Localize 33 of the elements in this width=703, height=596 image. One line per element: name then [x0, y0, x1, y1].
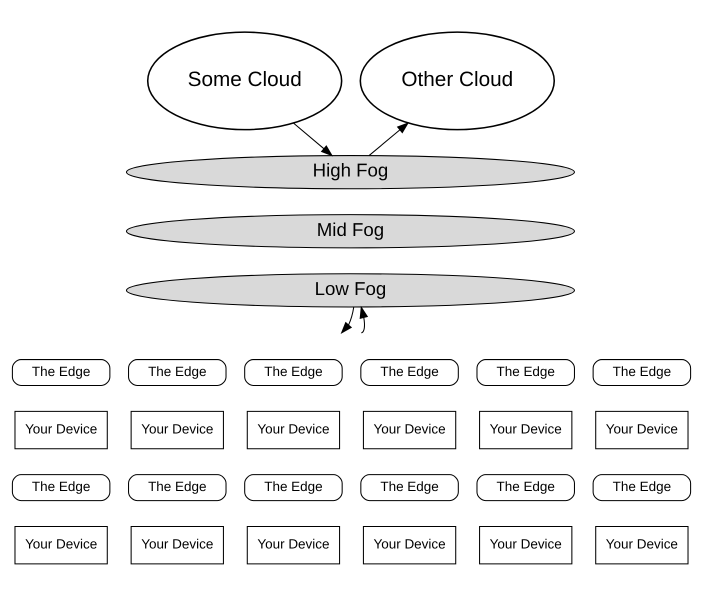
arrow — [368, 122, 410, 156]
node-box: Your Device — [479, 526, 572, 564]
node-ellipse: Some Cloud — [146, 31, 342, 130]
node-box: Your Device — [130, 410, 224, 450]
node-ellipse: Other Cloud — [360, 31, 556, 130]
node-box: The Edge — [592, 359, 692, 386]
node-box: The Edge — [12, 474, 110, 502]
node-ellipse: High Fog — [126, 155, 575, 190]
node-box: The Edge — [360, 474, 459, 502]
arrow — [340, 307, 354, 334]
node-ellipse: Mid Fog — [126, 214, 575, 248]
node-box: Your Device — [14, 526, 108, 564]
node-box: Your Device — [14, 410, 108, 450]
node-box: The Edge — [244, 474, 343, 502]
node-box: Your Device — [246, 410, 340, 450]
node-box: Your Device — [595, 410, 689, 450]
node-box: The Edge — [592, 474, 692, 502]
node-box: The Edge — [128, 359, 227, 386]
node-box: Your Device — [479, 410, 572, 450]
node-box: The Edge — [476, 474, 575, 502]
node-box: The Edge — [244, 359, 343, 386]
node-box: The Edge — [128, 474, 227, 502]
arrow — [360, 306, 368, 334]
node-box: The Edge — [12, 359, 110, 386]
node-ellipse: Low Fog — [126, 273, 575, 308]
node-box: Your Device — [362, 526, 456, 564]
node-box: Your Device — [595, 526, 689, 564]
node-box: The Edge — [476, 359, 575, 386]
node-box: Your Device — [130, 526, 224, 564]
node-box: Your Device — [362, 410, 456, 450]
arrow — [293, 122, 334, 156]
node-box: Your Device — [246, 526, 340, 564]
node-box: The Edge — [360, 359, 459, 386]
